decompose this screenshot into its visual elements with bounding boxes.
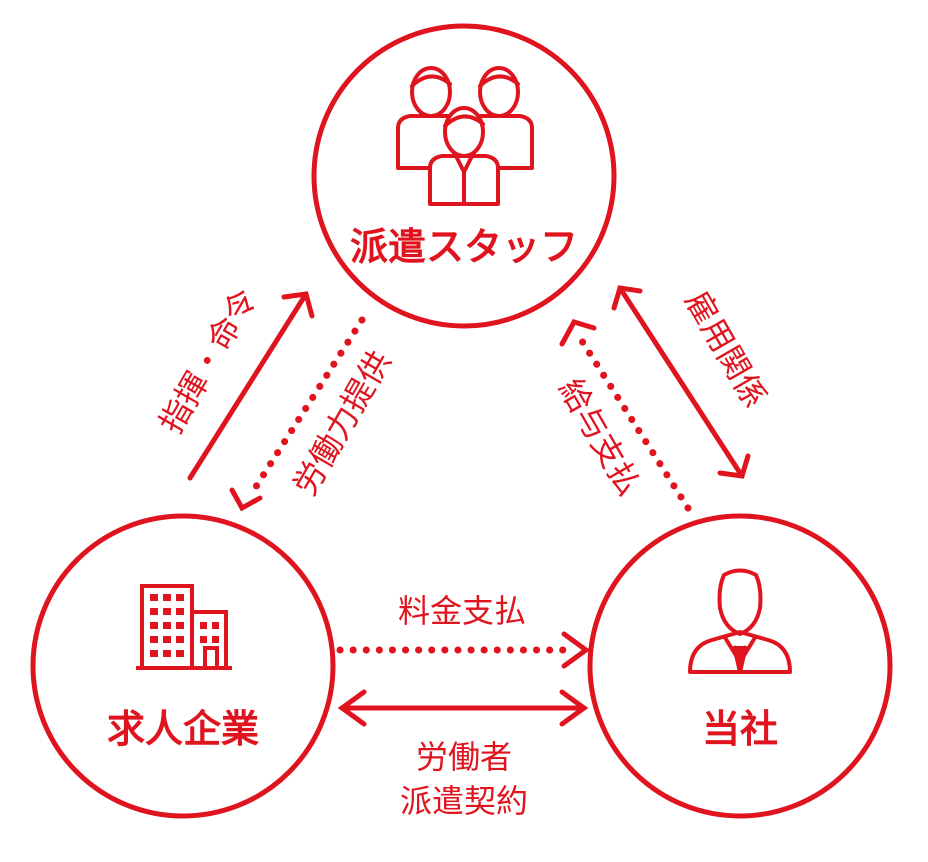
group-of-people-icon xyxy=(396,66,534,206)
labor-label: 労働力提供 xyxy=(286,344,399,502)
fee-arrow xyxy=(336,631,591,669)
client-node xyxy=(30,513,336,819)
contract-label-line1: 労働者 xyxy=(416,738,512,776)
employment-arrow xyxy=(611,285,751,479)
command-arrow xyxy=(187,291,315,481)
staff-label: 派遣スタッフ xyxy=(350,225,578,269)
company-node xyxy=(587,513,893,819)
labor-arrow xyxy=(229,316,366,512)
staff-node xyxy=(311,23,617,329)
building-windows xyxy=(150,594,219,657)
office-building-icon xyxy=(136,584,232,670)
businessman-icon xyxy=(688,568,792,674)
client-label: 求人企業 xyxy=(107,707,259,751)
salary-arrow xyxy=(559,319,692,512)
salary-label: 給与支払 xyxy=(551,372,648,502)
contract-arrow xyxy=(337,689,589,727)
fee-label: 料金支払 xyxy=(398,592,526,630)
company-label: 当社 xyxy=(702,707,778,751)
command-label: 指揮・命令 xyxy=(152,282,265,440)
contract-label-line2: 派遣契約 xyxy=(400,782,528,820)
